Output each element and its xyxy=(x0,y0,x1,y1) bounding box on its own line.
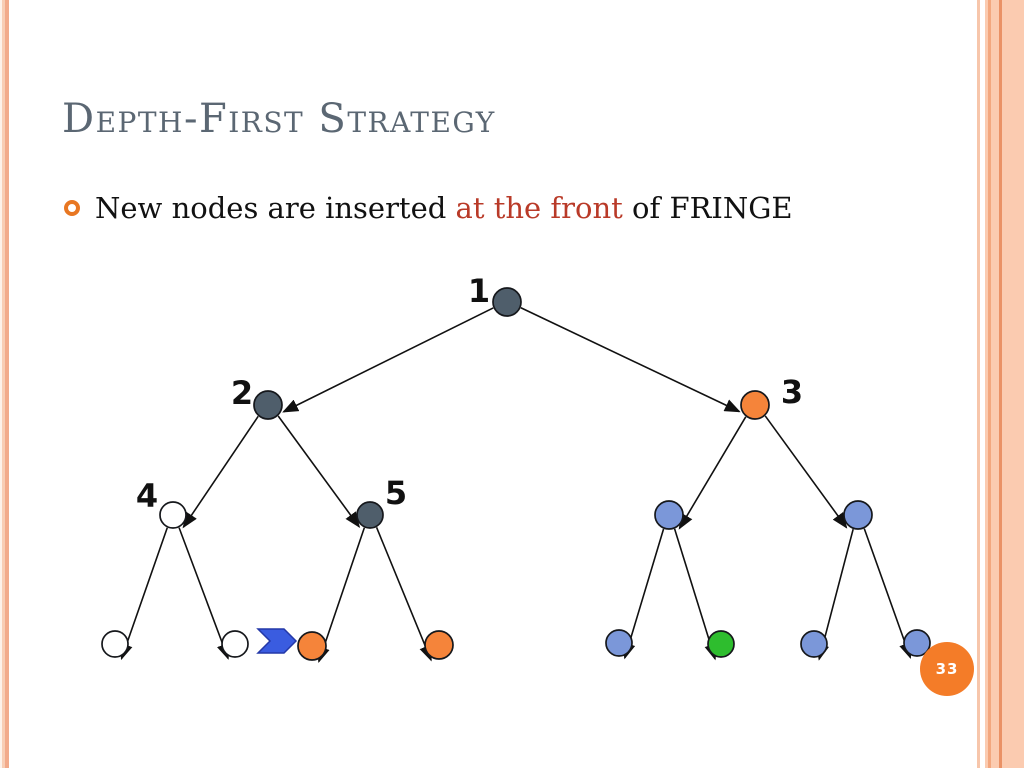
tree-edge xyxy=(282,307,494,413)
tree-edge xyxy=(120,527,169,661)
tree-edge xyxy=(375,527,432,662)
bullet-text-pre: New nodes are inserted xyxy=(95,191,456,225)
tree-edge xyxy=(863,528,912,660)
tree-edge xyxy=(277,415,361,529)
fringe-pointer-icon xyxy=(256,628,298,654)
left-border-stripes xyxy=(0,0,10,768)
bullet-item: New nodes are inserted at the front of F… xyxy=(64,190,793,226)
right-border-stripes xyxy=(977,0,1024,768)
tree-node-blue xyxy=(843,500,873,530)
tree-node-blue xyxy=(654,500,684,530)
tree-node-dark xyxy=(492,287,522,317)
tree-node-white xyxy=(221,630,249,658)
tree-edge xyxy=(764,415,848,529)
tree-edge xyxy=(178,527,230,660)
tree-node-label: 5 xyxy=(385,474,407,512)
tree-node-blue xyxy=(605,629,633,657)
bullet-marker-icon xyxy=(64,200,80,216)
tree-node-orange xyxy=(297,631,327,661)
tree-diagram: 1 2 3 4 5 xyxy=(0,250,1024,720)
tree-node-label: 4 xyxy=(136,477,158,515)
tree-node-green xyxy=(707,630,735,658)
tree-node-dark xyxy=(253,390,283,420)
page-title: Depth-First Strategy xyxy=(62,96,496,142)
tree-node-white xyxy=(159,501,187,529)
tree-node-label: 1 xyxy=(468,272,490,310)
tree-node-orange xyxy=(740,390,770,420)
tree-edge xyxy=(673,528,717,661)
bullet-text-highlight: at the front xyxy=(455,191,623,225)
bullet-text: New nodes are inserted at the front of F… xyxy=(95,190,793,226)
tree-node-label: 3 xyxy=(781,373,803,411)
bullet-text-post: of FRINGE xyxy=(622,191,793,225)
page-number-badge: 33 xyxy=(920,642,974,696)
tree-node-orange xyxy=(424,630,454,660)
search-tree-svg: 1 2 3 4 5 xyxy=(101,272,931,664)
tree-edge xyxy=(317,527,366,664)
tree-edge xyxy=(520,307,741,413)
tree-node-blue xyxy=(800,630,828,658)
tree-edge xyxy=(182,415,259,529)
tree-node-dark xyxy=(356,501,384,529)
tree-node-label: 2 xyxy=(231,374,253,412)
tree-edge xyxy=(622,528,665,660)
page-number: 33 xyxy=(935,660,959,678)
tree-edge xyxy=(678,416,747,530)
tree-node-white xyxy=(101,630,129,658)
tree-node-blue xyxy=(903,629,931,657)
